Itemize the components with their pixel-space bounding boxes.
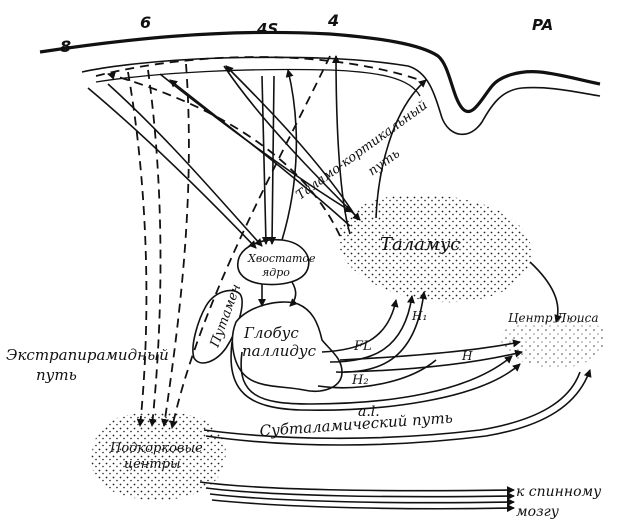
fiber-6-to-caudate (88, 88, 256, 248)
label-fiber-h: H (461, 349, 473, 363)
label-fiber-h2: H₂ (351, 373, 369, 388)
spinal-tract-4 (212, 500, 514, 509)
label-thalamus: Таламус (380, 234, 460, 255)
fiber-thalamus-to-6 (170, 80, 350, 226)
spinal-tract-2 (206, 488, 514, 497)
fiber-6-to-caudate-2 (108, 84, 262, 246)
center-louis-shape (501, 320, 605, 368)
label-globus-1: Глобус (243, 324, 299, 342)
extrapyramidal-dash-3 (164, 64, 189, 426)
label-thalamocortical-1: Таламо-кортикальный (294, 98, 431, 203)
label-subcortical-2: центры (124, 457, 181, 472)
label-globus-2: паллидус (242, 342, 317, 360)
label-center-louis: Центр Люиса (508, 311, 599, 325)
spinal-tract-3 (210, 494, 514, 503)
label-spinal-1: к спинному (516, 484, 602, 500)
fiber-caudate-to-4s (282, 70, 296, 240)
label-subcortical-1: Подкорковые (109, 441, 203, 456)
label-area-6: 6 (140, 13, 151, 32)
label-extrapyramidal-1: Экстрапирамидный (6, 346, 169, 364)
label-extrapyramidal-2: путь (36, 366, 77, 384)
label-spinal-2: мозгу (516, 504, 560, 520)
label-area-4s: 4S (256, 20, 278, 38)
label-fiber-fl: FL (353, 339, 372, 354)
label-area-4: 4 (327, 11, 339, 30)
label-area-8: 8 (60, 37, 71, 56)
cortex-inner-contour-2 (96, 70, 420, 97)
label-fiber-al: a.l. (358, 404, 380, 420)
thalamocortical-dash (108, 74, 340, 236)
spinal-tract-1 (200, 482, 514, 491)
label-caudate-1: Хвостатое (247, 252, 316, 265)
cortex-inner-contour (82, 57, 600, 134)
label-fiber-h1: H₁ (411, 309, 427, 323)
label-area-pa: PA (532, 16, 553, 34)
label-caudate-2: ядро (262, 266, 290, 279)
fiber-4s-to-caudate (262, 76, 266, 244)
